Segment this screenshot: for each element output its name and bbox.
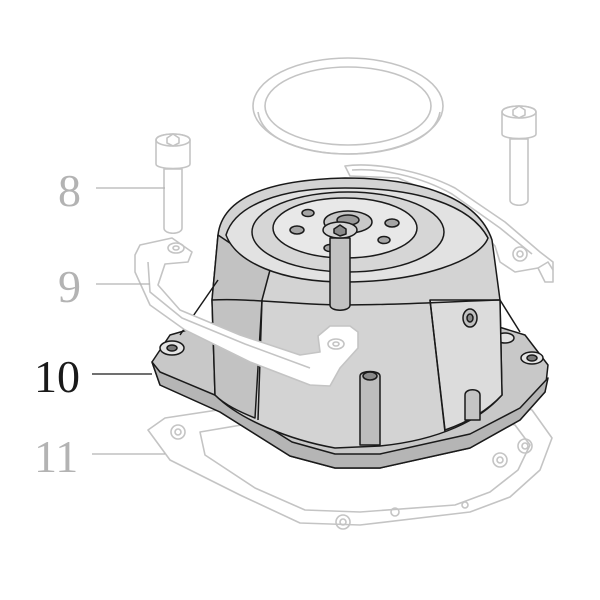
callout-8: 8: [58, 165, 165, 216]
callout-label-10: 10: [34, 351, 80, 402]
callouts: 8 9 10 11: [34, 165, 165, 482]
part-10-housing: [151, 177, 549, 469]
callout-10: 10: [34, 351, 152, 402]
part-8-screw-left: [155, 133, 191, 235]
callout-label-8: 8: [58, 165, 81, 216]
callout-label-9: 9: [58, 261, 81, 312]
part-9-bracket-front: [134, 237, 359, 387]
callout-9: 9: [58, 261, 150, 312]
callout-11: 11: [34, 431, 165, 482]
part-8-screw-right: [501, 105, 537, 207]
callout-label-11: 11: [34, 431, 78, 482]
o-ring: [252, 57, 444, 155]
